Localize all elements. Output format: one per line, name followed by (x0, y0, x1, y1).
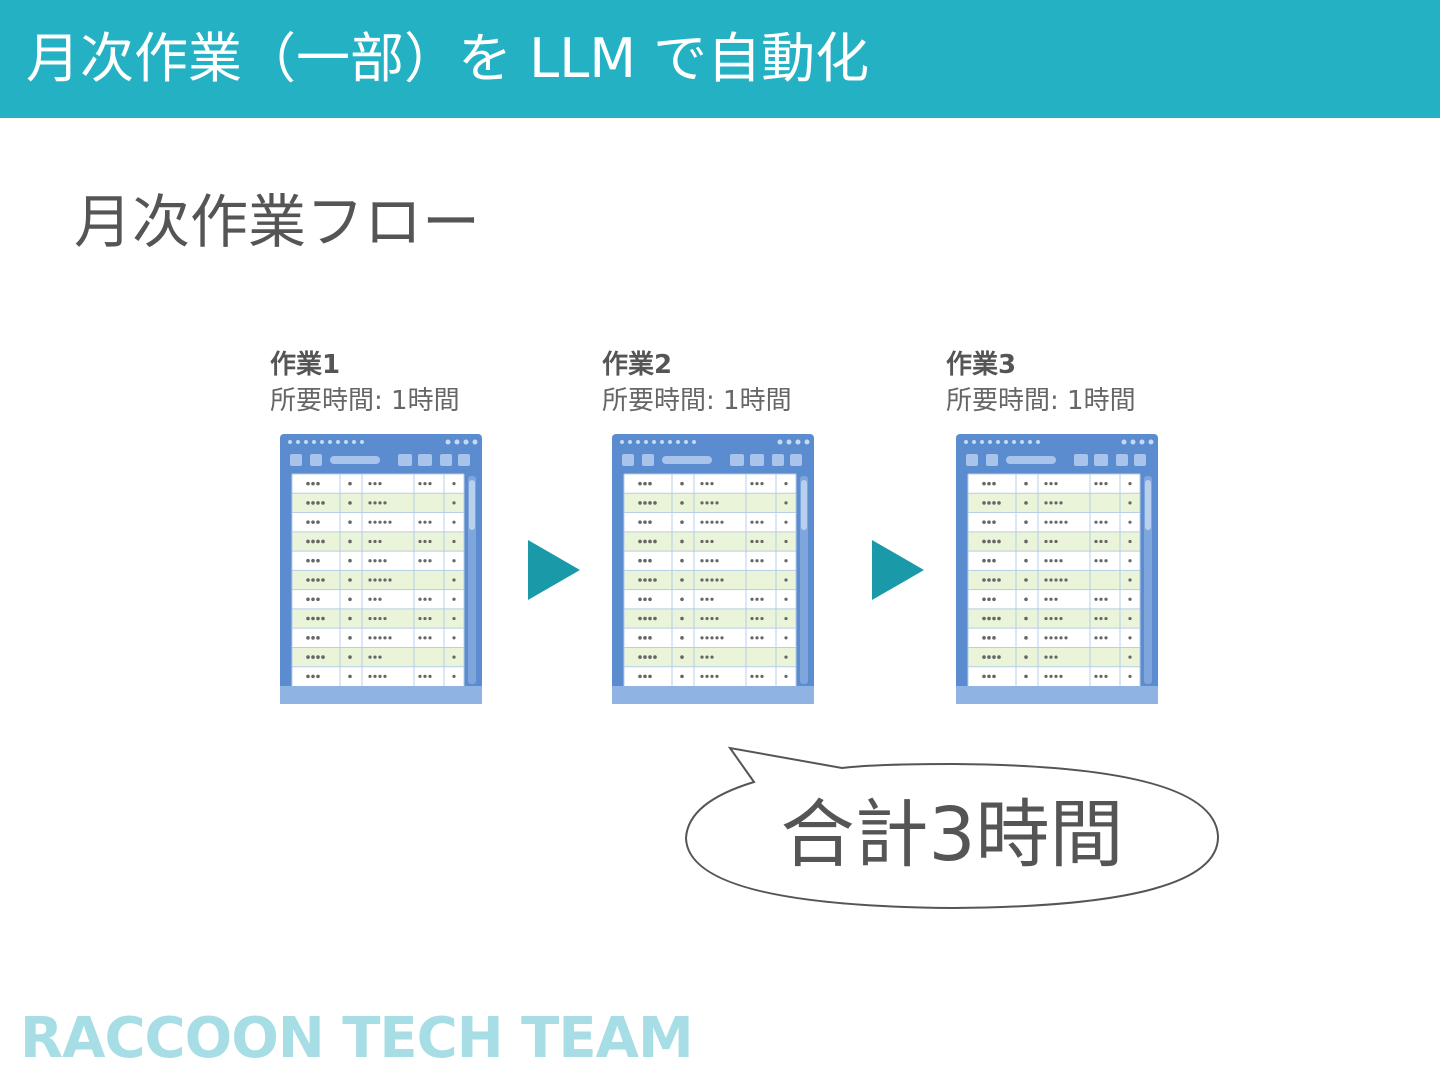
task-name: 作業2 (602, 350, 673, 380)
task-duration: 所要時間: 1時間 (270, 386, 460, 416)
task-name: 作業3 (946, 350, 1017, 380)
task-duration: 所要時間: 1時間 (946, 386, 1136, 416)
spreadsheet-icon (280, 434, 482, 704)
task-2-label: 作業2 所要時間: 1時間 (602, 348, 842, 418)
task-name: 作業1 (270, 350, 341, 380)
task-3-label: 作業3 所要時間: 1時間 (946, 348, 1186, 418)
arrow-right-icon (528, 540, 580, 600)
arrow-right-icon (872, 540, 924, 600)
speech-bubble (684, 746, 1220, 910)
spreadsheet-icon (956, 434, 1158, 704)
brand-logo: RACCOON TECH TEAM (20, 1006, 694, 1071)
slide-title: 月次作業（一部）を LLM で自動化 (26, 27, 870, 90)
total-time-label: 合計3時間 (780, 792, 1124, 878)
section-title: 月次作業フロー (74, 188, 481, 256)
spreadsheet-icon (612, 434, 814, 704)
task-duration: 所要時間: 1時間 (602, 386, 792, 416)
header-bar: 月次作業（一部）を LLM で自動化 (0, 0, 1440, 118)
task-1-label: 作業1 所要時間: 1時間 (270, 348, 510, 418)
